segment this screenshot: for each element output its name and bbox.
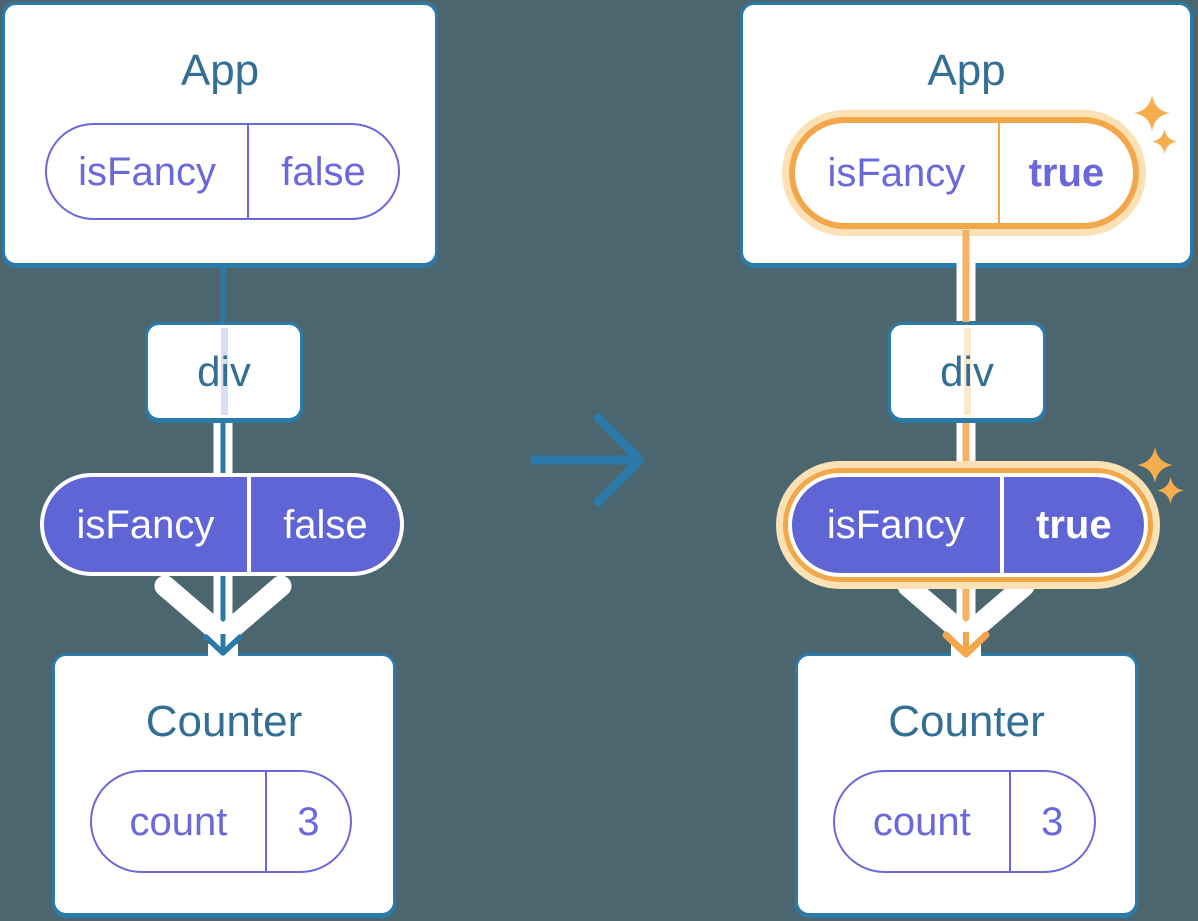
app-card: App isFancy false bbox=[2, 2, 438, 266]
prop-flow-line bbox=[942, 230, 990, 658]
component-name: App bbox=[180, 46, 260, 95]
state-name: count bbox=[872, 799, 971, 844]
state-pill: count 3 bbox=[90, 770, 352, 873]
prop-pill-highlighted: isFancy true bbox=[789, 117, 1139, 229]
state-value: 3 bbox=[264, 772, 350, 871]
component-name: Counter bbox=[145, 697, 303, 746]
passed-prop-pill: isFancy false bbox=[40, 473, 404, 576]
state-pill: count 3 bbox=[833, 770, 1096, 873]
state-name: count bbox=[129, 799, 228, 844]
prop-through-line bbox=[963, 328, 971, 415]
counter-card: Counter count 3 bbox=[52, 653, 396, 916]
passed-prop-pill-highlighted: isFancy true bbox=[788, 473, 1148, 577]
state-value: 3 bbox=[1008, 772, 1094, 871]
prop-value: false bbox=[246, 477, 400, 572]
transition-arrow-icon bbox=[530, 413, 645, 507]
app-card: App isFancy true bbox=[740, 2, 1193, 266]
component-name: Counter bbox=[888, 697, 1045, 746]
prop-name: isFancy bbox=[827, 151, 966, 195]
counter-card: Counter count 3 bbox=[795, 653, 1138, 916]
arrow-tip bbox=[203, 634, 243, 658]
prop-value: true bbox=[999, 477, 1144, 573]
diagram-before: App isFancy false div Counter count 3 is… bbox=[0, 0, 458, 921]
component-name: div bbox=[940, 347, 994, 395]
prop-through-line bbox=[220, 328, 228, 415]
sparkle-icon bbox=[1157, 477, 1184, 504]
prop-name: isFancy bbox=[76, 502, 215, 547]
sparkle-icon bbox=[1152, 129, 1177, 154]
prop-name: isFancy bbox=[826, 503, 965, 547]
prop-pill: isFancy false bbox=[45, 123, 400, 220]
component-name: div bbox=[197, 347, 251, 395]
arrowhead-icon bbox=[942, 631, 990, 658]
div-card: div bbox=[888, 322, 1046, 421]
div-card: div bbox=[145, 322, 303, 421]
arrowhead-icon bbox=[203, 634, 243, 656]
prop-value: true bbox=[997, 123, 1133, 223]
sparkle-icon bbox=[1134, 95, 1170, 131]
prop-value: false bbox=[247, 125, 398, 218]
sparkle-icon bbox=[1137, 447, 1173, 483]
diagram-after: App isFancy true div Counter count 3 bbox=[740, 0, 1198, 921]
component-name: App bbox=[927, 46, 1006, 95]
prop-name: isFancy bbox=[78, 149, 216, 194]
